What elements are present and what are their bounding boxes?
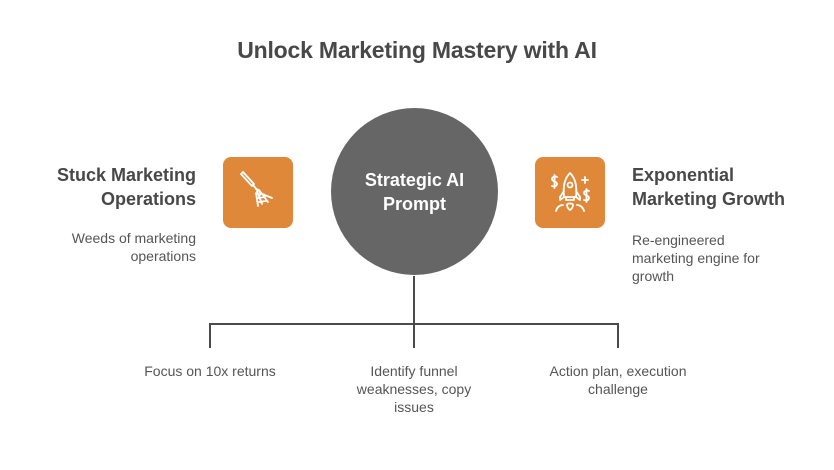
- right-description: Re-engineered marketing engine for growt…: [632, 231, 792, 285]
- rocket-dollar-icon: [551, 171, 590, 212]
- left-description-line2: operations: [130, 248, 196, 264]
- right-description-line3: growth: [632, 268, 675, 284]
- center-label: Strategic AI Prompt: [355, 168, 475, 216]
- branch-label-line: Focus on 10x returns: [144, 363, 276, 379]
- branch-label: Identify funnel weaknesses, copy issues: [324, 362, 504, 416]
- left-heading-line2: Operations: [100, 189, 196, 209]
- branch-label-line: challenge: [588, 381, 648, 397]
- branch-label-line: weaknesses, copy: [356, 381, 472, 397]
- right-description-line2: marketing engine for: [632, 250, 760, 266]
- diagram-title: Unlock Marketing Mastery with AI: [237, 37, 597, 63]
- right-heading-line1: Exponential: [632, 165, 735, 185]
- branch-label-line: Action plan, execution: [549, 363, 687, 379]
- branch-label: Action plan, execution challenge: [528, 362, 708, 398]
- branch-label: Focus on 10x returns: [120, 362, 300, 380]
- left-heading-line1: Stuck Marketing: [56, 165, 196, 185]
- left-description-line1: Weeds of marketing: [71, 230, 196, 246]
- right-heading: Exponential Marketing Growth: [632, 163, 832, 211]
- left-heading: Stuck Marketing Operations: [0, 163, 196, 211]
- center-node: Strategic AI Prompt: [331, 108, 498, 275]
- left-description: Weeds of marketing operations: [0, 229, 196, 265]
- right-icon-box: [535, 157, 605, 228]
- center-label-line1: Strategic AI: [364, 169, 465, 190]
- right-heading-line2: Marketing Growth: [632, 189, 786, 209]
- right-description-line1: Re-engineered: [632, 232, 725, 248]
- branch-label-line: issues: [394, 399, 434, 415]
- center-label-line2: Prompt: [383, 193, 446, 214]
- pitchfork-icon: [240, 170, 273, 207]
- branch-label-line: Identify funnel: [370, 363, 458, 379]
- left-icon-box: [223, 157, 293, 228]
